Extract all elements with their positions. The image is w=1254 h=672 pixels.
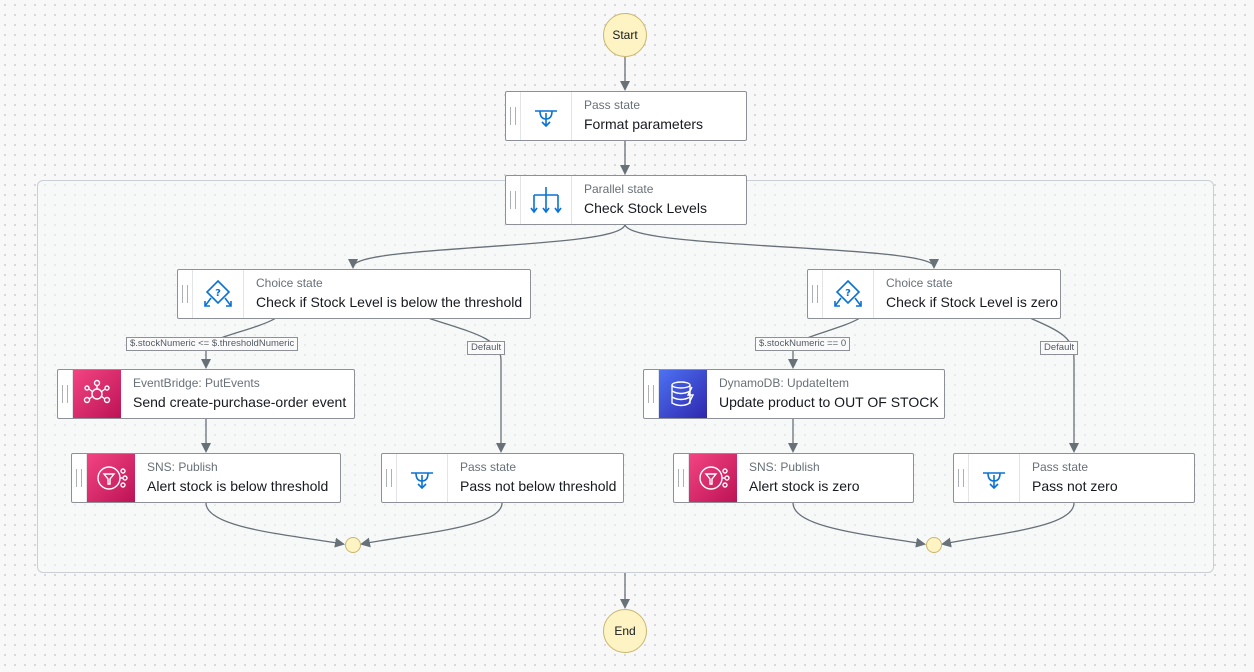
parallel-icon (521, 176, 572, 224)
pass-icon (521, 92, 572, 140)
state-type: Pass state (1032, 460, 1089, 474)
state-pass-not-below-threshold[interactable]: Pass state Pass not below threshold (381, 453, 624, 503)
choice-rule-label[interactable]: $.stockNumeric <= $.thresholdNumeric (126, 337, 299, 351)
branch-join-node-left (345, 537, 361, 553)
state-alert-below-threshold[interactable]: SNS: Publish Alert stock is below thresh… (71, 453, 341, 503)
sns-icon (87, 454, 135, 502)
edge-parallel-to-choice-zero (624, 223, 939, 269)
drag-handle[interactable] (644, 370, 659, 418)
drag-handle[interactable] (72, 454, 87, 502)
end-label: End (614, 624, 636, 638)
state-type: SNS: Publish (147, 460, 218, 474)
edge-choice-zero-default (1029, 317, 1079, 453)
state-name: Pass not below threshold (460, 478, 617, 494)
edge-pass-not-zero-to-join (941, 502, 1075, 548)
choice-rule-label[interactable]: $.stockNumeric == 0 (755, 337, 851, 351)
drag-handle[interactable] (506, 176, 521, 224)
end-node[interactable]: End (603, 609, 647, 653)
state-type: Pass state (584, 98, 641, 112)
state-name: Alert stock is zero (749, 478, 860, 494)
state-type: Choice state (886, 276, 953, 290)
sns-icon (689, 454, 737, 502)
edge-pass-not-below-to-join (360, 502, 503, 548)
state-check-below-threshold[interactable]: ? Choice state Check if Stock Level is b… (177, 269, 531, 319)
choice-icon: ? (823, 270, 874, 318)
state-type: SNS: Publish (749, 460, 820, 474)
default-rule-label[interactable]: Default (1040, 341, 1079, 355)
drag-handle[interactable] (674, 454, 689, 502)
state-name: Format parameters (584, 116, 704, 132)
state-type: Pass state (460, 460, 517, 474)
drag-handle[interactable] (58, 370, 73, 418)
state-type: Parallel state (584, 182, 654, 196)
state-check-stock-levels[interactable]: Parallel state Check Stock Levels (505, 175, 747, 225)
pass-icon (397, 454, 448, 502)
edge-parallel-to-choice-threshold (348, 223, 626, 269)
state-name: Send create-purchase-order event (133, 394, 347, 410)
drag-handle[interactable] (506, 92, 521, 140)
state-format-parameters[interactable]: Pass state Format parameters (505, 91, 747, 141)
state-name: Check if Stock Level is zero (886, 294, 1058, 310)
edge-alert-zero-to-join (792, 502, 926, 548)
branch-join-node-right (926, 537, 942, 553)
dynamodb-icon (659, 370, 707, 418)
drag-handle[interactable] (808, 270, 823, 318)
eventbridge-icon (73, 370, 121, 418)
state-send-purchase-order-event[interactable]: EventBridge: PutEvents Send create-purch… (57, 369, 355, 419)
svg-text:?: ? (215, 288, 221, 299)
drag-handle[interactable] (382, 454, 397, 502)
state-pass-not-zero[interactable]: Pass state Pass not zero (953, 453, 1195, 503)
default-rule-label[interactable]: Default (467, 341, 506, 355)
choice-icon: ? (193, 270, 244, 318)
state-check-zero[interactable]: ? Choice state Check if Stock Level is z… (807, 269, 1061, 319)
state-type: EventBridge: PutEvents (133, 376, 260, 390)
pass-icon (969, 454, 1020, 502)
state-name: Check Stock Levels (584, 200, 707, 216)
state-type: DynamoDB: UpdateItem (719, 376, 850, 390)
drag-handle[interactable] (954, 454, 969, 502)
state-name: Check if Stock Level is below the thresh… (256, 294, 523, 310)
state-update-product-out-of-stock[interactable]: DynamoDB: UpdateItem Update product to O… (643, 369, 945, 419)
edge-alert-threshold-to-join (205, 502, 345, 548)
svg-text:?: ? (845, 288, 851, 299)
state-name: Alert stock is below threshold (147, 478, 329, 494)
state-type: Choice state (256, 276, 323, 290)
start-node[interactable]: Start (603, 13, 647, 57)
start-label: Start (612, 28, 638, 42)
state-alert-stock-zero[interactable]: SNS: Publish Alert stock is zero (673, 453, 914, 503)
drag-handle[interactable] (178, 270, 193, 318)
state-name: Pass not zero (1032, 478, 1118, 494)
edge-choice-threshold-default (427, 317, 506, 453)
state-name: Update product to OUT OF STOCK (719, 394, 939, 410)
